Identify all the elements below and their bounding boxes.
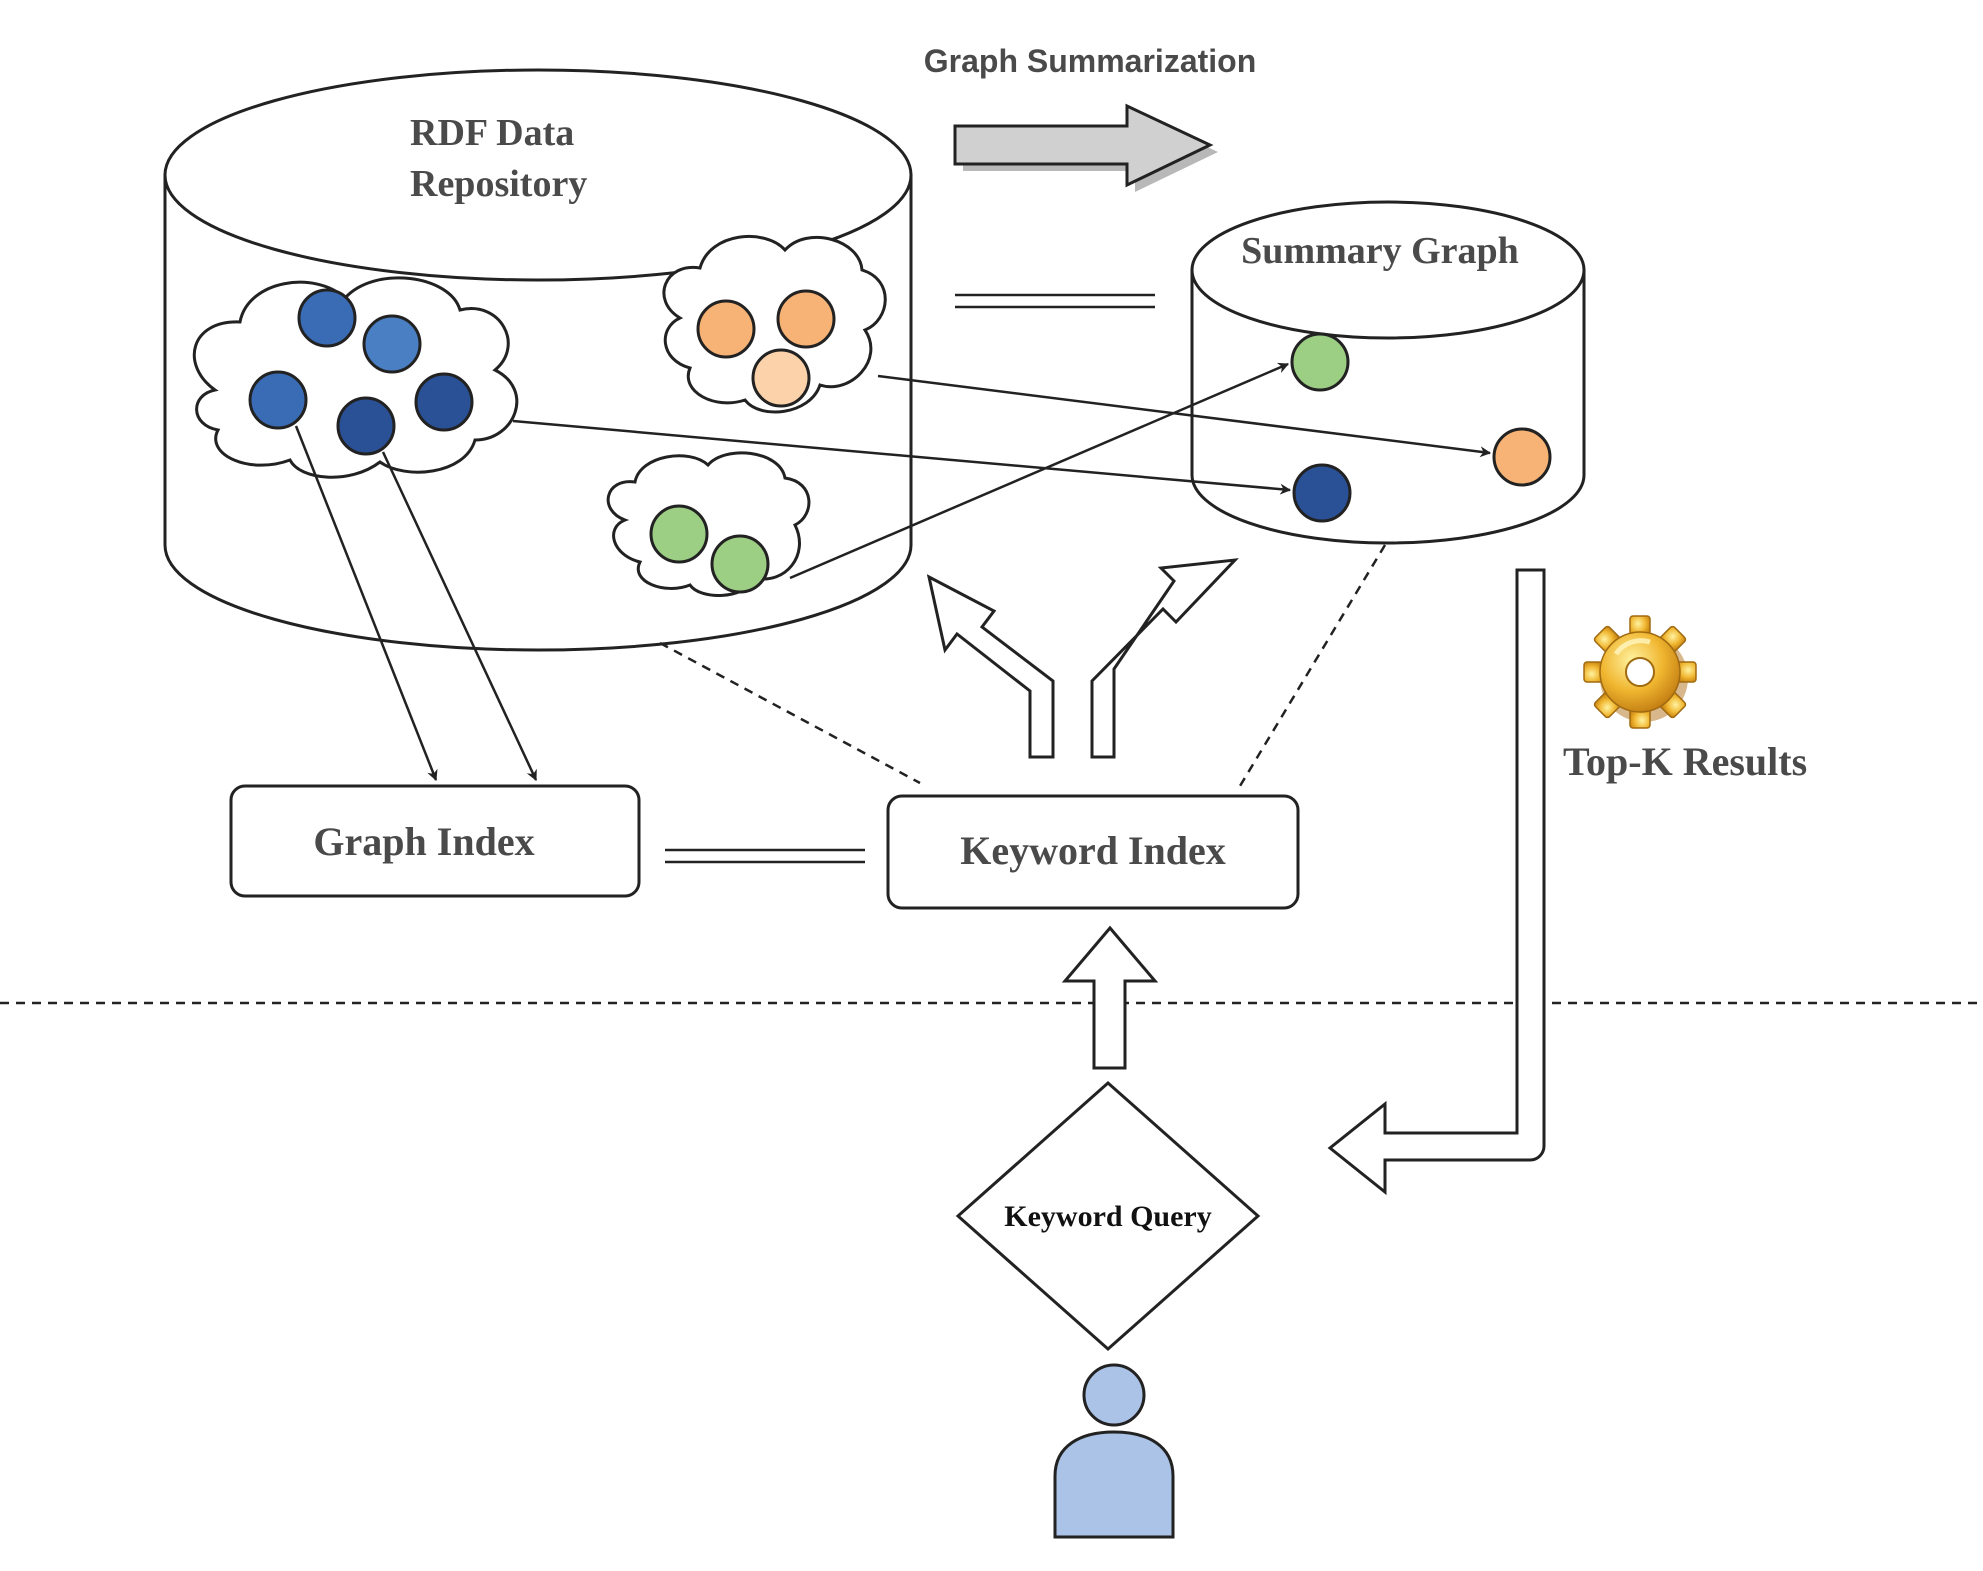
graph-summarization-arrow	[953, 103, 1218, 192]
graph-summarization-label: Graph Summarization	[924, 43, 1257, 79]
split-arrow	[926, 558, 1239, 759]
keyword-query-diamond	[955, 1080, 1261, 1352]
summary-blue-node	[1292, 463, 1352, 523]
orange-node	[776, 289, 836, 349]
rdf-repository-title-line2: Repository	[410, 163, 587, 205]
rdf-repository-title-line1: RDF Data	[410, 112, 574, 154]
map-arrow-green	[789, 362, 1290, 580]
equivalence-line-index	[665, 848, 865, 864]
keyword-index-box	[886, 794, 1300, 910]
blue-node	[297, 288, 357, 348]
dashed-connector-summary	[1238, 544, 1387, 787]
graph-index-box	[229, 784, 641, 898]
user-icon	[1053, 1363, 1175, 1539]
keyword-query-label: Keyword Query	[1004, 1200, 1211, 1233]
index-arrow-1	[294, 425, 438, 782]
keyword-index-label: Keyword Index	[960, 828, 1226, 873]
map-arrow-orange	[877, 374, 1492, 458]
query-up-arrow	[1061, 925, 1159, 1070]
results-return-arrow	[1327, 568, 1546, 1196]
summary-graph-title: Summary Graph	[1241, 230, 1519, 272]
green-node	[710, 534, 770, 594]
equivalence-line-repository-summary	[955, 293, 1155, 309]
index-arrow-2	[381, 451, 538, 781]
orange-node-cloud	[662, 234, 887, 414]
map-arrow-blue	[512, 419, 1292, 495]
summary-green-node	[1290, 332, 1350, 392]
summary-graph-cylinder	[1190, 200, 1586, 545]
top-k-results-label: Top-K Results	[1563, 739, 1807, 784]
graph-index-label: Graph Index	[313, 819, 534, 864]
summary-orange-node	[1492, 427, 1552, 487]
green-node-cloud	[606, 451, 811, 597]
orange-node	[696, 299, 756, 359]
blue-node	[248, 370, 308, 430]
blue-node	[362, 314, 422, 374]
orange-node	[751, 348, 811, 408]
blue-node	[336, 396, 396, 456]
gear-icon	[1583, 615, 1697, 729]
dashed-connector-repository	[659, 641, 921, 785]
blue-node	[414, 372, 474, 432]
green-node	[649, 504, 709, 564]
